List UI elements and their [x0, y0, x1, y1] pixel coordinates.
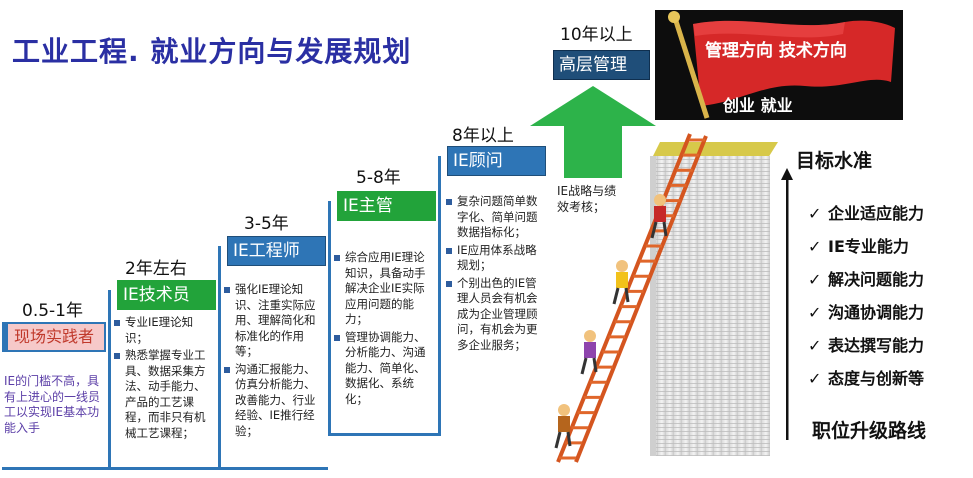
stage-3-years: 5-8年	[356, 168, 401, 188]
stage-1-years: 2年左右	[125, 259, 187, 279]
stage-3-item: 管理协调能力、分析能力、沟通能力、简单化、数据化、系统化；	[333, 330, 433, 408]
career-ladder-illustration	[554, 133, 778, 463]
check-icon: ✓	[808, 369, 822, 388]
stage-2-item: 强化IE理论知识、注重实际应用、理解简化和标准化的作用等；	[223, 282, 323, 360]
stage-4-years: 8年以上	[452, 126, 514, 146]
goal-footer: 职位升级路线	[812, 420, 927, 442]
stage-5-label: 高层管理	[548, 50, 650, 80]
up-arrow-icon	[530, 86, 656, 178]
goal-title: 目标水准	[796, 150, 873, 172]
stage-3-label: IE主管	[332, 191, 436, 221]
ladder-icon	[556, 133, 708, 463]
climber-4-icon	[554, 404, 572, 449]
stage-0-years: 0.5-1年	[22, 301, 83, 321]
climber-3-icon	[580, 330, 598, 375]
check-icon: ✓	[808, 270, 822, 289]
stage-4-item: 个别出色的IE管理人员会有机会成为企业管理顾问，有机会为更多企业服务；	[445, 276, 543, 354]
stage-5-years: 10年以上	[560, 25, 633, 45]
page-title: 工业工程. 就业方向与发展规划	[12, 35, 412, 68]
stage-2-years: 3-5年	[244, 214, 289, 234]
competency-item: ✓表达撰写能力	[808, 336, 925, 355]
red-flag-icon	[668, 11, 895, 119]
competency-item: ✓沟通协调能力	[808, 303, 925, 322]
check-icon: ✓	[808, 204, 822, 223]
stage-0-label: 现场实践者	[2, 322, 106, 352]
flag-top-text: 管理方向 技术方向	[705, 41, 847, 61]
stage-3-list: 综合应用IE理论知识，具备动手解决企业IE实际应用问题的能力； 管理协调能力、分…	[333, 250, 433, 409]
stage-1-item: 熟悉掌握专业工具、数据采集方法、动手能力、产品的工艺课程，而非只有机械工艺课程；	[113, 348, 213, 441]
stage-1-label: IE技术员	[112, 280, 216, 310]
competency-item: ✓态度与创新等	[808, 369, 925, 388]
climber-1-icon	[650, 194, 668, 239]
check-icon: ✓	[808, 336, 822, 355]
stage-4-list: 复杂问题简单数字化、简单问题数据指标化； IE应用体系战略规划； 个别出色的IE…	[445, 194, 543, 355]
check-icon: ✓	[808, 237, 822, 256]
direction-flag: 管理方向 技术方向 创业 就业	[655, 10, 903, 120]
stage-2-item: 沟通汇报能力、仿真分析能力、改善能力、行业经验、IE推行经验；	[223, 362, 323, 440]
stage-3-item: 综合应用IE理论知识，具备动手解决企业IE实际应用问题的能力；	[333, 250, 433, 328]
stage-5-note: IE战略与绩效考核；	[557, 184, 617, 214]
competency-item: ✓解决问题能力	[808, 270, 925, 289]
stage-1-list: 专业IE理论知识； 熟悉掌握专业工具、数据采集方法、动手能力、产品的工艺课程，而…	[113, 315, 213, 443]
flag-bottom-text: 创业 就业	[723, 96, 793, 115]
competency-item: ✓IE专业能力	[808, 237, 909, 256]
check-icon: ✓	[808, 303, 822, 322]
stage-1-item: 专业IE理论知识；	[113, 315, 213, 346]
climber-2-icon	[612, 260, 630, 305]
stage-2-list: 强化IE理论知识、注重实际应用、理解简化和标准化的作用等； 沟通汇报能力、仿真分…	[223, 282, 323, 441]
stage-2-label: IE工程师	[222, 236, 326, 266]
competency-item: ✓企业适应能力	[808, 204, 925, 223]
vertical-arrow-icon	[781, 168, 793, 440]
stage-4-label: IE顾问	[442, 146, 546, 176]
stage-0-note: IE的门槛不高，具有上进心的一线员工以实现IE基本功能入手	[4, 374, 101, 435]
stage-4-item: IE应用体系战略规划；	[445, 243, 543, 274]
stage-4-item: 复杂问题简单数字化、简单问题数据指标化；	[445, 194, 543, 241]
